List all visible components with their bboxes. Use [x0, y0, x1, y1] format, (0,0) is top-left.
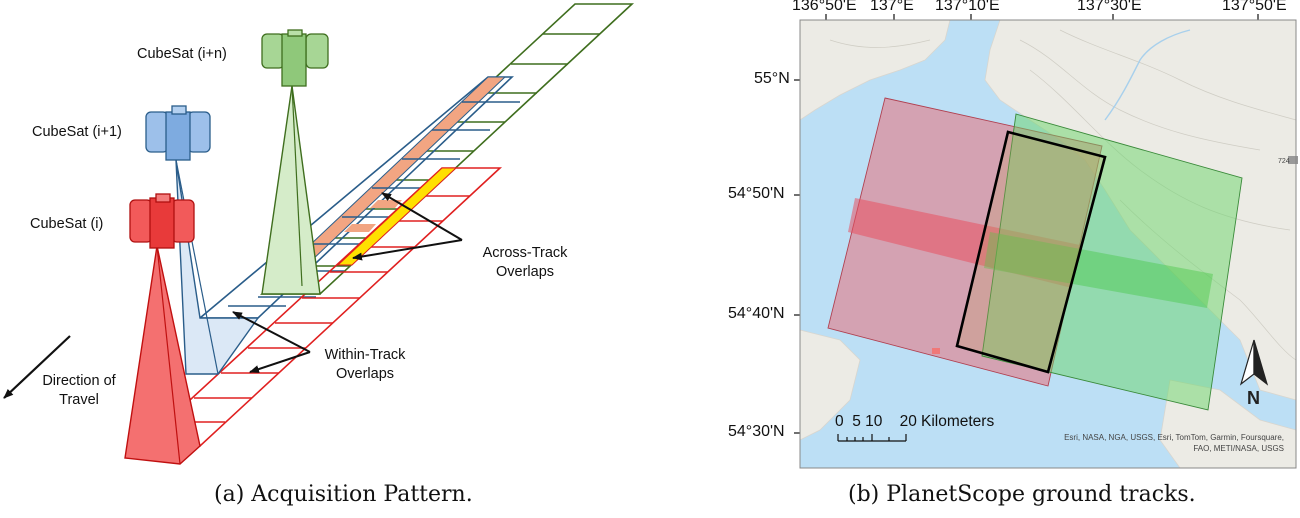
- scale-bar: [837, 434, 907, 442]
- lon-label-3: 137°10'E: [935, 0, 1000, 14]
- lat-label-4: 54°30'N: [728, 423, 785, 440]
- green-beam: [261, 85, 321, 295]
- direction-of-travel-label: Direction of Travel: [24, 372, 134, 410]
- map-frame: [799, 19, 1297, 469]
- planetscope-map-panel: 136°50'E 137°E 137°10'E 137°30'E 137°50'…: [700, 0, 1300, 518]
- elevation-label: 724: [1278, 158, 1290, 165]
- blue-beam: [175, 159, 260, 375]
- elevation-marker: [1288, 156, 1298, 164]
- direction-arrow-icon: [3, 335, 71, 399]
- blue-cubesat-icon: [145, 105, 211, 161]
- caption-b: (b) PlanetScope ground tracks.: [848, 482, 1196, 507]
- river: [1104, 29, 1191, 121]
- across-track-line1: Across-Track: [482, 245, 568, 261]
- caption-a: (a) Acquisition Pattern.: [214, 482, 473, 507]
- within-track-arrows: [232, 311, 311, 373]
- lon-label-1: 136°50'E: [792, 0, 857, 14]
- within-track-label: Within-Track Overlaps: [300, 346, 430, 384]
- north-label: N: [1247, 388, 1260, 408]
- within-track-line1: Within-Track: [324, 347, 406, 363]
- credit-line2: FAO, METI/NASA, USGS: [1193, 444, 1284, 453]
- island-mark: [932, 348, 940, 354]
- within-track-line2: Overlaps: [335, 366, 395, 382]
- map-ticks: [794, 14, 1259, 434]
- across-track-line2: Overlaps: [495, 264, 555, 280]
- credit-line1: Esri, NASA, NGA, USGS, Esri, TomTom, Gar…: [1064, 433, 1284, 442]
- cubesat-label-i: CubeSat (i): [30, 216, 104, 232]
- green-cubesat-icon: [261, 29, 329, 87]
- across-track-label: Across-Track Overlaps: [460, 244, 590, 282]
- acquisition-pattern-panel: CubeSat (i+n) CubeSat (i+1) CubeSat (i) …: [3, 3, 635, 507]
- green-ground-track: [981, 113, 1243, 411]
- scale-unit-label: Kilometers: [921, 413, 995, 430]
- acquisition-diagram: [3, 3, 635, 465]
- lon-label-4: 137°30'E: [1077, 0, 1142, 14]
- lon-label-5: 137°50'E: [1222, 0, 1287, 14]
- lat-label-2: 54°50'N: [728, 185, 785, 202]
- selected-ground-track: [955, 130, 1107, 374]
- ground-track-map: [794, 14, 1298, 469]
- scale-ticks-label: 0 5 10 20: [835, 413, 917, 430]
- across-track-overlap-highlight: [336, 167, 458, 266]
- map-credits: Esri, NASA, NGA, USGS, Esri, TomTom, Gar…: [1064, 432, 1284, 454]
- red-beam: [124, 245, 201, 465]
- lat-label-3: 54°40'N: [728, 305, 785, 322]
- cubesat-label-i-plus-n: CubeSat (i+n): [137, 46, 227, 62]
- lat-label-1: 55°N: [754, 70, 790, 87]
- cubesat-label-i-plus-1: CubeSat (i+1): [32, 124, 122, 140]
- direction-line2: Travel: [59, 392, 99, 408]
- north-arrow-icon: [1239, 339, 1269, 386]
- lon-label-2: 137°E: [870, 0, 914, 14]
- across-track-arrows: [352, 192, 463, 261]
- across-track-overlap-upper: [290, 76, 507, 263]
- red-cubesat-icon: [129, 193, 195, 249]
- direction-line1: Direction of: [42, 373, 116, 389]
